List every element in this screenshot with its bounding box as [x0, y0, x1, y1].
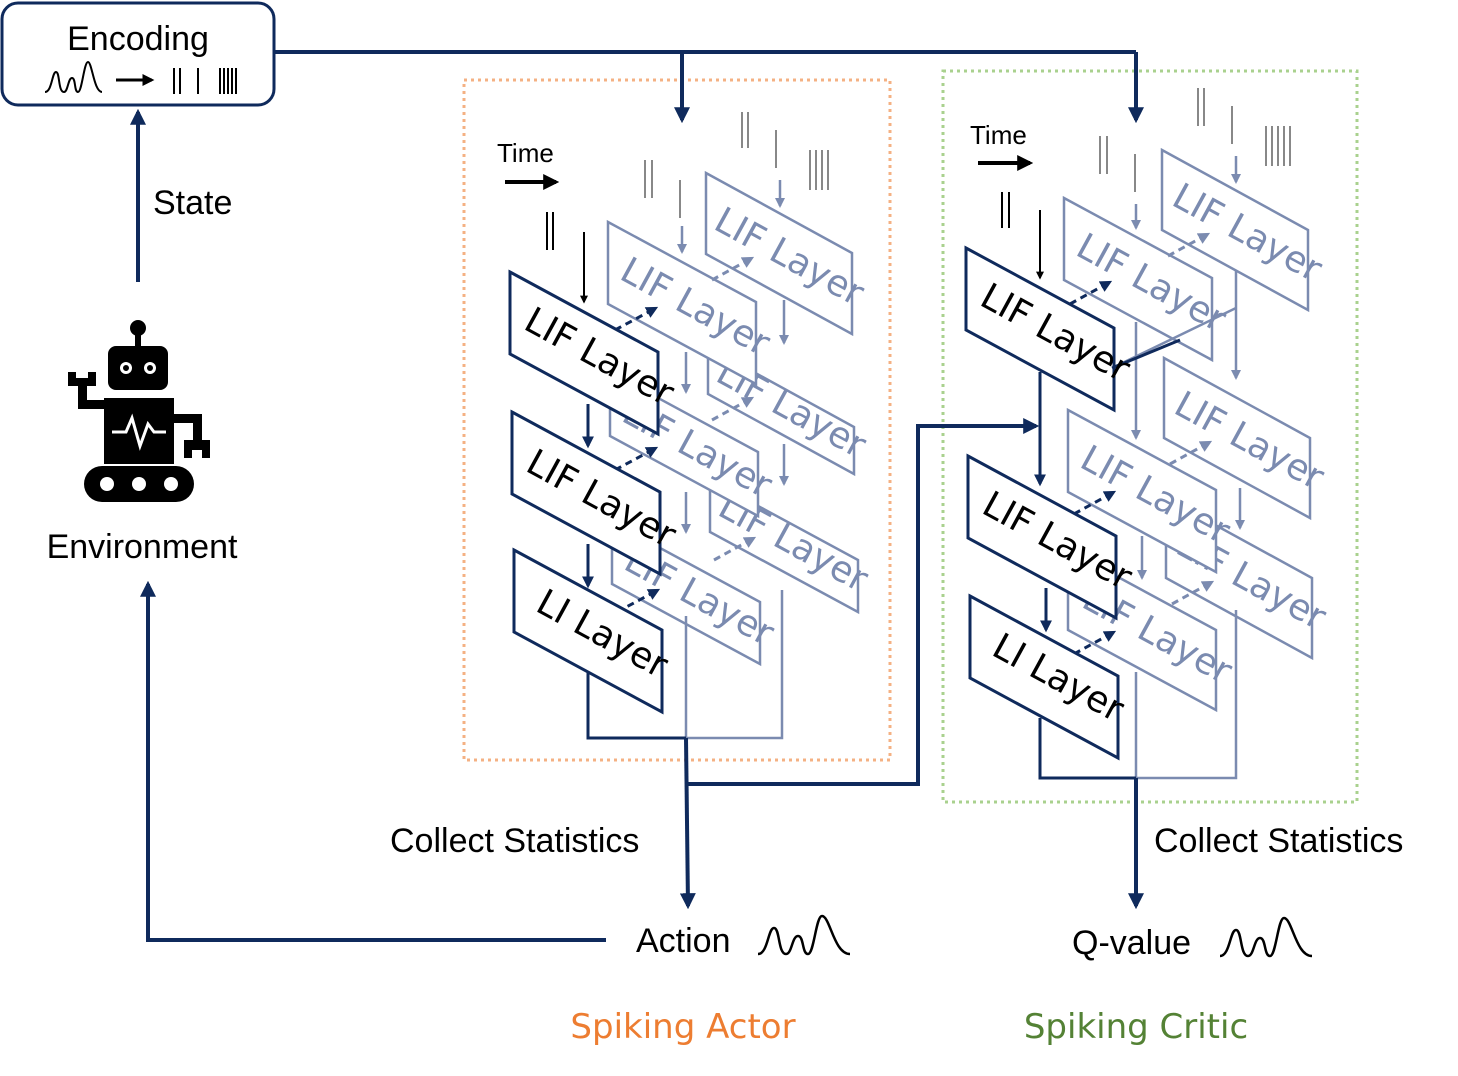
critic-recurrent-arrows [1069, 232, 1215, 656]
actor-front-stack [508, 212, 686, 740]
critic-group-box [941, 69, 1359, 804]
spike-train-icon [173, 68, 237, 94]
actor-time-label: Time [497, 138, 554, 168]
qvalue-label: Q-value [1072, 924, 1191, 962]
actor-collect-label: Collect Statistics [390, 822, 639, 860]
environment-label: Environment [47, 528, 238, 566]
critic-time-label: Time [970, 120, 1027, 150]
action-to-critic-arrow [688, 418, 1040, 786]
actor-recurrent-arrows [614, 256, 757, 614]
robot-icon [68, 320, 210, 502]
critic-front-stack [964, 192, 1181, 780]
critic-collect-label: Collect Statistics [1154, 822, 1403, 860]
actor-group-box [462, 78, 892, 762]
waveform-icon [44, 60, 103, 94]
qvalue-waveform-icon [1219, 916, 1313, 958]
encoding-box: Encoding [0, 1, 276, 107]
encoding-label: Encoding [67, 20, 209, 58]
action-waveform-icon [757, 914, 851, 956]
actor-title: Spiking Actor [570, 1007, 795, 1047]
action-to-environment-arrow [140, 580, 606, 942]
action-label: Action [636, 922, 731, 960]
state-label: State [153, 184, 232, 222]
critic-title: Spiking Critic [1024, 1007, 1248, 1047]
actor-output-arrow [679, 737, 696, 910]
